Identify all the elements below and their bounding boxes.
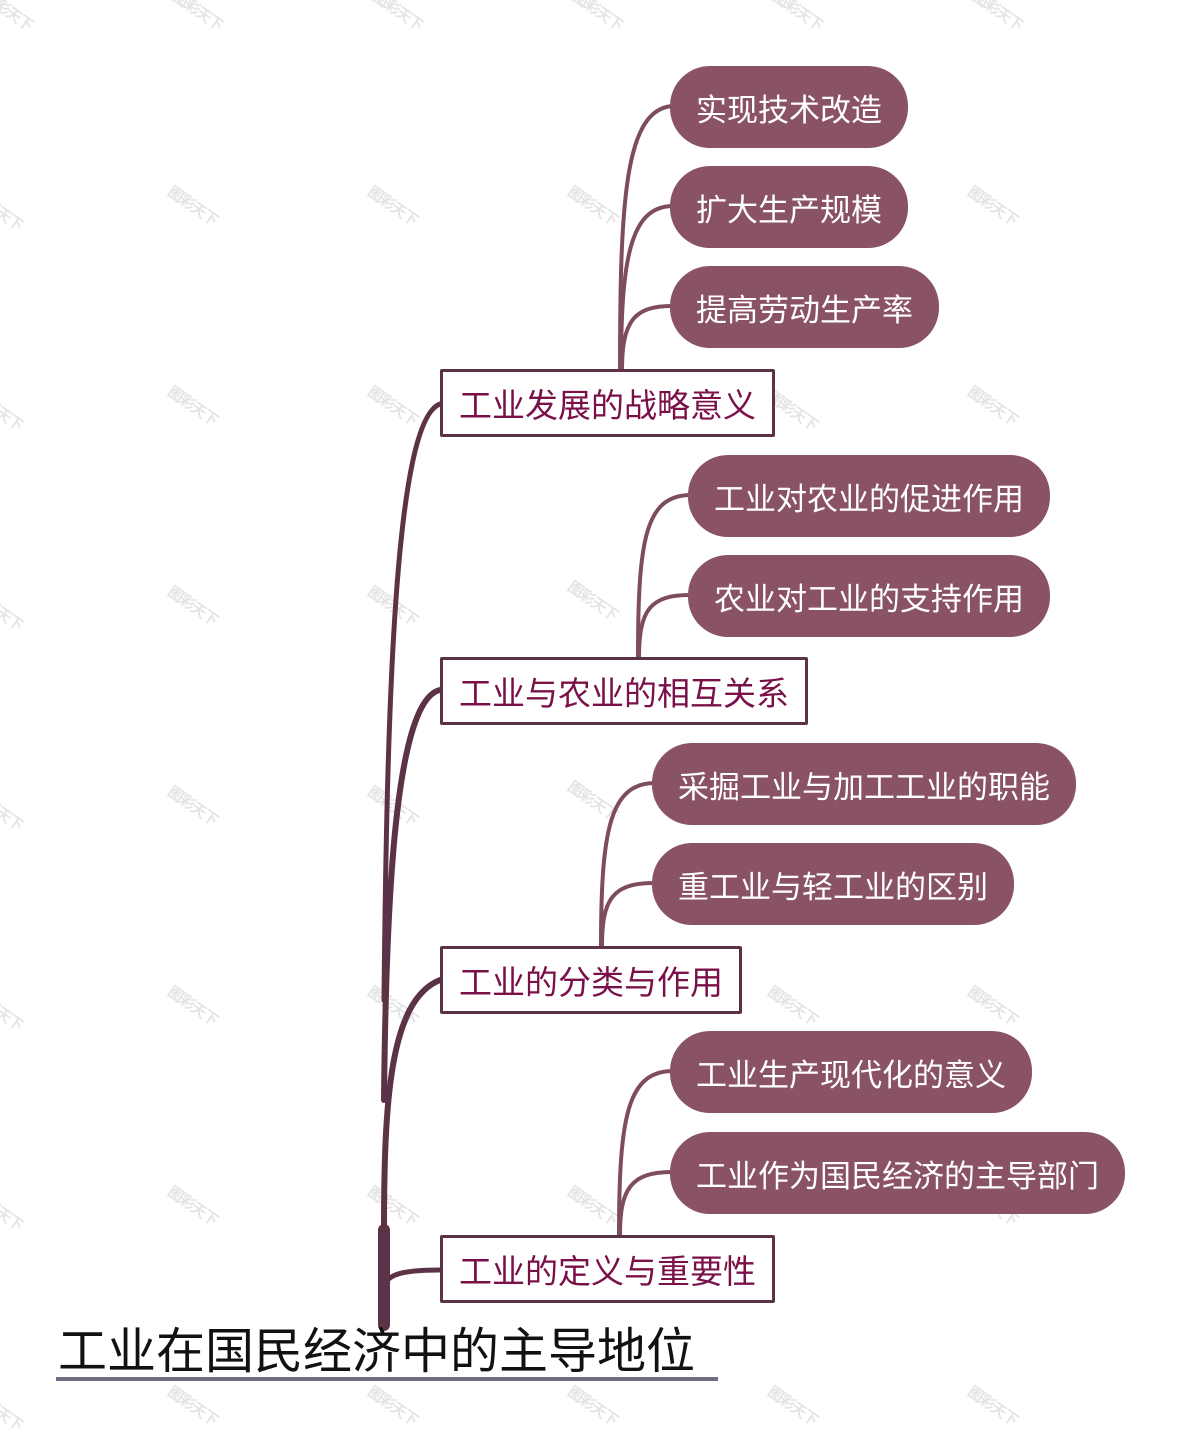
leaf-node[interactable]: 工业作为国民经济的主导部门: [670, 1132, 1125, 1214]
branch-3-leaf-connectors: [599, 781, 656, 948]
branch-2-leaf-connectors: [636, 493, 692, 660]
leaf-node[interactable]: 实现技术改造: [670, 66, 908, 148]
root-label: 工业在国民经济中的主导地位: [58, 1323, 696, 1380]
leaf-label: 实现技术改造: [696, 92, 882, 129]
leaf-label: 提高劳动生产率: [696, 292, 913, 329]
leaf-label: 工业对农业的促进作用: [714, 481, 1024, 518]
leaf-node[interactable]: 农业对工业的支持作用: [688, 555, 1050, 637]
root-topic[interactable]: 工业在国民经济中的主导地位: [58, 1322, 695, 1382]
leaf-node[interactable]: 重工业与轻工业的区别: [652, 843, 1014, 925]
branch-label: 工业的分类与作用: [459, 963, 723, 1002]
branch-node-strategic-significance[interactable]: 工业发展的战略意义: [440, 369, 775, 437]
leaf-node[interactable]: 工业对农业的促进作用: [688, 455, 1050, 537]
leaf-label: 采掘工业与加工工业的职能: [678, 769, 1050, 806]
branch-label: 工业的定义与重要性: [459, 1252, 756, 1291]
trunk-connectors: [378, 401, 443, 1331]
leaf-node[interactable]: 工业生产现代化的意义: [670, 1031, 1032, 1113]
leaf-label: 重工业与轻工业的区别: [678, 869, 988, 906]
branch-node-industry-agriculture-relation[interactable]: 工业与农业的相互关系: [440, 657, 808, 725]
leaf-node[interactable]: 提高劳动生产率: [670, 266, 939, 348]
leaf-label: 工业作为国民经济的主导部门: [696, 1158, 1099, 1195]
branch-node-classification-role[interactable]: 工业的分类与作用: [440, 946, 742, 1014]
leaf-label: 农业对工业的支持作用: [714, 581, 1024, 618]
branch-1-leaf-connectors: [618, 104, 674, 372]
root-underline: [56, 1377, 718, 1381]
leaf-label: 扩大生产规模: [696, 192, 882, 229]
leaf-label: 工业生产现代化的意义: [696, 1057, 1006, 1094]
leaf-node[interactable]: 扩大生产规模: [670, 166, 908, 248]
branch-label: 工业与农业的相互关系: [459, 674, 789, 713]
leaf-node[interactable]: 采掘工业与加工工业的职能: [652, 743, 1076, 825]
branch-node-definition-importance[interactable]: 工业的定义与重要性: [440, 1235, 775, 1303]
branch-4-leaf-connectors: [617, 1069, 674, 1237]
branch-label: 工业发展的战略意义: [459, 386, 756, 425]
